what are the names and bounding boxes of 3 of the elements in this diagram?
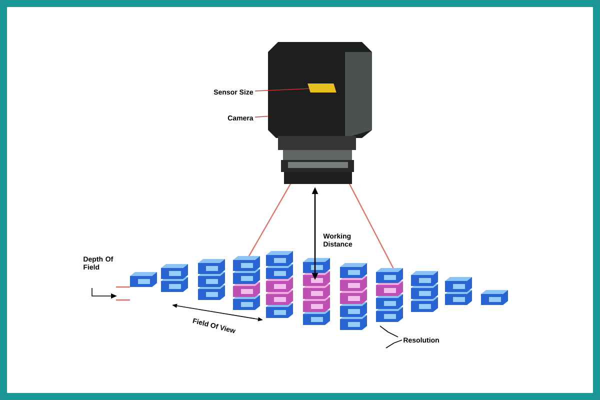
camera-drawing — [268, 42, 372, 184]
leader-line — [254, 116, 268, 118]
leader-line — [254, 88, 310, 92]
